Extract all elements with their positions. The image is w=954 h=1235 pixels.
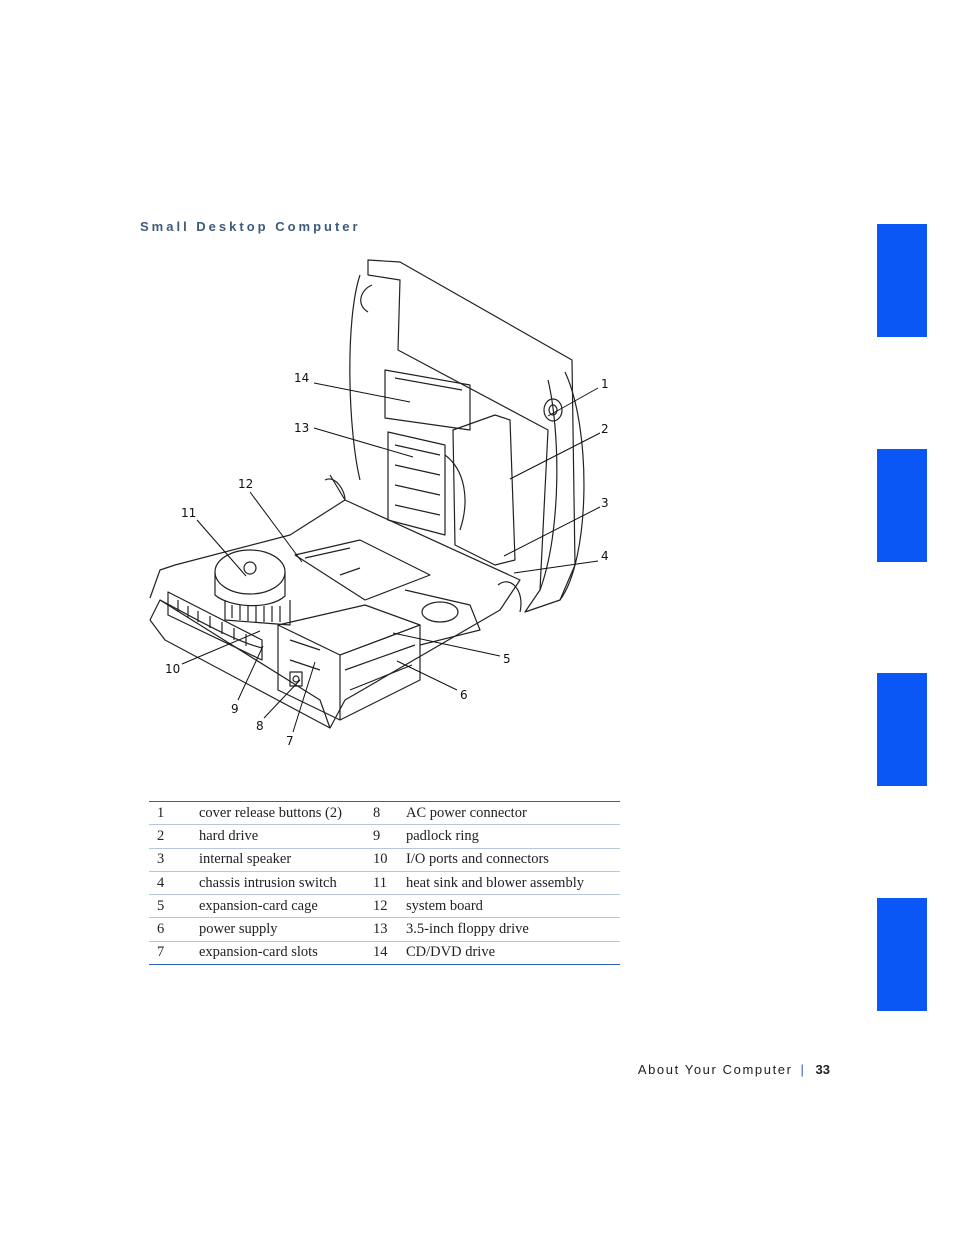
table-row: 7 expansion-card slots 14 CD/DVD drive <box>149 941 620 966</box>
part-label: AC power connector <box>406 800 620 826</box>
part-label: hard drive <box>199 824 369 849</box>
table-row: 2 hard drive 9 padlock ring <box>149 824 620 849</box>
page-number: 33 <box>815 1062 830 1077</box>
part-number: 13 <box>369 917 406 942</box>
part-label: internal speaker <box>199 848 369 872</box>
part-number: 7 <box>149 941 199 966</box>
callout-number: 9 <box>231 702 239 716</box>
callout-number: 5 <box>503 652 511 666</box>
part-label: CD/DVD drive <box>406 941 620 966</box>
part-label: cover release buttons (2) <box>199 800 369 826</box>
callout-number: 4 <box>601 549 609 563</box>
chapter-tab <box>877 224 927 337</box>
section-heading: Small Desktop Computer <box>140 219 361 234</box>
part-label: power supply <box>199 917 369 942</box>
callout-number: 10 <box>165 662 180 676</box>
callout-number: 13 <box>294 421 309 435</box>
part-number: 4 <box>149 871 199 896</box>
part-number: 11 <box>369 871 406 896</box>
page-footer: About Your Computer | 33 <box>638 1062 830 1077</box>
callout-number: 12 <box>238 477 253 491</box>
table-row: 4 chassis intrusion switch 11 heat sink … <box>149 871 620 896</box>
callout-number: 7 <box>286 734 294 748</box>
part-label: expansion-card cage <box>199 894 369 919</box>
part-label: 3.5-inch floppy drive <box>406 917 620 942</box>
table-row: 3 internal speaker 10 I/O ports and conn… <box>149 848 620 872</box>
part-number: 3 <box>149 848 199 872</box>
callout-number: 1 <box>601 377 609 391</box>
part-label: expansion-card slots <box>199 941 369 966</box>
part-number: 14 <box>369 941 406 966</box>
part-label: I/O ports and connectors <box>406 848 620 872</box>
computer-interior-illustration: 14 13 12 11 10 9 8 7 1 2 3 4 5 6 <box>149 259 609 748</box>
part-label: system board <box>406 894 620 919</box>
parts-table: 1 cover release buttons (2) 8 AC power c… <box>149 800 620 966</box>
part-number: 6 <box>149 917 199 942</box>
callout-number: 14 <box>294 371 309 385</box>
table-row: 6 power supply 13 3.5-inch floppy drive <box>149 917 620 942</box>
chapter-tab <box>877 898 927 1011</box>
part-label: heat sink and blower assembly <box>406 871 620 896</box>
part-number: 12 <box>369 894 406 919</box>
part-number: 10 <box>369 848 406 872</box>
part-label: chassis intrusion switch <box>199 871 369 896</box>
table-row: 1 cover release buttons (2) 8 AC power c… <box>149 800 620 826</box>
part-number: 2 <box>149 824 199 849</box>
footer-section-title: About Your Computer <box>637 1062 793 1077</box>
callout-number: 2 <box>601 422 609 436</box>
part-number: 9 <box>369 824 406 849</box>
callout-number: 3 <box>601 496 609 510</box>
callout-number: 6 <box>460 688 468 702</box>
chapter-tab <box>877 449 927 562</box>
chapter-tab <box>877 673 927 786</box>
part-number: 5 <box>149 894 199 919</box>
callout-number: 11 <box>181 506 196 520</box>
part-number: 8 <box>369 800 406 826</box>
part-number: 1 <box>149 800 199 826</box>
footer-separator: | <box>800 1062 806 1077</box>
callout-number: 8 <box>256 719 264 733</box>
part-label: padlock ring <box>406 824 620 849</box>
table-row: 5 expansion-card cage 12 system board <box>149 894 620 919</box>
